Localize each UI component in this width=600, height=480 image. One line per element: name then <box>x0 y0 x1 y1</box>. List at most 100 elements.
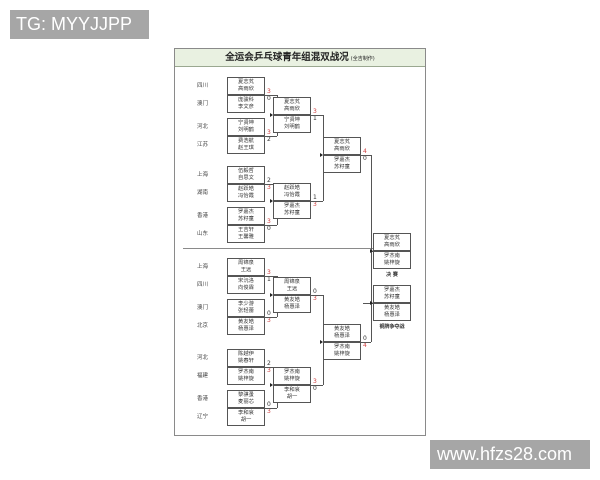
score: 1 <box>313 194 317 201</box>
score: 2 <box>267 177 271 184</box>
connector-line <box>361 342 371 343</box>
player-name: 王远 <box>286 286 298 292</box>
player-name: 陈越伊 <box>238 350 254 357</box>
connector-line <box>311 115 323 116</box>
connector-line <box>361 155 371 156</box>
province-label: 澳门 <box>197 101 209 107</box>
province-label: 四川 <box>197 282 209 288</box>
team-cell: 黎骐蚤麦丽芯 <box>228 391 264 407</box>
title-note: (全吉制作) <box>350 56 375 62</box>
team-cell: 宋沅洛向俊霖 <box>228 277 264 293</box>
team-box: 黎骐蚤麦丽芯 <box>227 390 265 408</box>
team-cell: 王吉轩王馨雅 <box>228 226 264 242</box>
bracket-title: 全运会乒乓球青年组混双战况(全吉制作) <box>175 49 425 67</box>
team-box: 周锦泉王远 <box>227 258 265 276</box>
team-cell: 罗嘉杰苏籽童 <box>274 202 310 218</box>
team-cell: 李少游张轻蕾 <box>228 300 264 316</box>
team-box: 黄友皓杨惠泽 <box>273 295 311 313</box>
score: 0 <box>267 401 271 408</box>
player-name: 黄友皓 <box>284 296 300 303</box>
player-name: 罗嘉杰 <box>334 156 350 163</box>
player-name: 张轻蕾 <box>238 308 254 314</box>
team-box: 罗杰南姚梓旋 <box>273 367 311 385</box>
team-box: 罗嘉杰苏籽童 <box>227 207 265 225</box>
team-box: 庞骏科李文彦 <box>227 95 265 113</box>
player-name: 庞骏科 <box>238 96 254 103</box>
score: 3 <box>267 367 271 374</box>
score: 3 <box>267 408 271 415</box>
team-box: 费浩航赵王琪 <box>227 136 265 154</box>
player-name: 伍毅哲 <box>238 167 254 174</box>
team-cell: 罗杰南姚梓旋 <box>374 252 410 268</box>
team-box: 夏志芄高雨欣 <box>227 77 265 95</box>
province-label: 上海 <box>197 264 209 270</box>
team-cell: 费浩航赵王琪 <box>228 137 264 153</box>
team-box: 李少游张轻蕾 <box>227 299 265 317</box>
connector-line <box>311 295 323 296</box>
score: 2 <box>267 136 271 143</box>
arrow-icon <box>370 249 373 253</box>
player-name: 苏籽童 <box>238 216 254 222</box>
player-name: 赵跃皓 <box>238 185 254 192</box>
player-name: 姚梓旋 <box>384 260 400 266</box>
score: 1 <box>313 115 317 122</box>
player-name: 费浩航 <box>238 137 254 144</box>
team-cell: 赵跃皓冯怡霞 <box>228 185 264 201</box>
score: 3 <box>267 88 271 95</box>
player-name: 苏籽童 <box>334 164 350 170</box>
score: 3 <box>267 129 271 136</box>
team-box: 黄友皓杨惠泽 <box>227 317 265 335</box>
player-name: 姚春轩 <box>238 358 254 364</box>
player-name: 杨惠泽 <box>284 304 300 310</box>
connector-line <box>265 408 277 409</box>
player-name: 周锦泉 <box>238 259 254 266</box>
score: 3 <box>313 378 317 385</box>
team-cell: 伍毅哲自思文 <box>228 167 264 183</box>
player-name: 王馨雅 <box>238 234 254 240</box>
connector-line <box>265 95 277 96</box>
team-cell: 宁贤坤刘明鹤 <box>228 119 264 135</box>
team-cell: 罗嘉杰苏籽童 <box>228 208 264 224</box>
watermark-top-left: TG: MYYJJPP <box>10 10 149 39</box>
province-label: 湖南 <box>197 190 209 196</box>
province-label: 河北 <box>197 355 209 361</box>
player-name: 冯怡霞 <box>238 193 254 199</box>
connector-line <box>311 385 323 386</box>
player-name: 罗杰南 <box>284 368 300 375</box>
player-name: 高雨欣 <box>284 106 300 112</box>
connector-line <box>265 367 277 368</box>
team-box: 夏志芄高雨欣 <box>273 97 311 115</box>
player-name: 杨惠泽 <box>334 333 350 339</box>
score: 3 <box>267 184 271 191</box>
connector-line <box>265 317 277 318</box>
score: 3 <box>267 269 271 276</box>
player-name: 李和哀 <box>284 386 300 393</box>
score: 3 <box>313 295 317 302</box>
team-box: 罗嘉杰苏籽童 <box>273 201 311 219</box>
team-cell: 罗杰南姚梓旋 <box>228 368 264 384</box>
final-team-box: 夏志芄高雨欣 <box>373 233 411 251</box>
province-label: 福建 <box>197 373 209 379</box>
team-cell: 黄友皓杨惠泽 <box>324 325 360 341</box>
team-cell: 黄友皓杨惠泽 <box>374 304 410 320</box>
score: 1 <box>267 276 271 283</box>
player-name: 罗杰南 <box>238 368 254 375</box>
province-label: 河北 <box>197 124 209 130</box>
team-cell: 夏志芄高雨欣 <box>324 138 360 154</box>
team-box: 黄友皓杨惠泽 <box>323 324 361 342</box>
player-name: 黄友皓 <box>334 325 350 332</box>
team-box: 伍毅哲自思文 <box>227 166 265 184</box>
score: 3 <box>313 201 317 208</box>
connector-line <box>265 136 277 137</box>
final-team-box: 罗杰南姚梓旋 <box>373 251 411 269</box>
player-name: 夏志芄 <box>334 138 350 145</box>
score: 3 <box>313 108 317 115</box>
team-box: 王吉轩王馨雅 <box>227 225 265 243</box>
team-box: 陈越伊姚春轩 <box>227 349 265 367</box>
player-name: 胡一 <box>240 417 252 423</box>
player-name: 高雨欣 <box>384 242 400 248</box>
connector-line <box>265 276 277 277</box>
province-label: 香港 <box>197 213 209 219</box>
team-box: 宁贤坤刘明鹤 <box>273 115 311 133</box>
province-label: 江苏 <box>197 142 209 148</box>
